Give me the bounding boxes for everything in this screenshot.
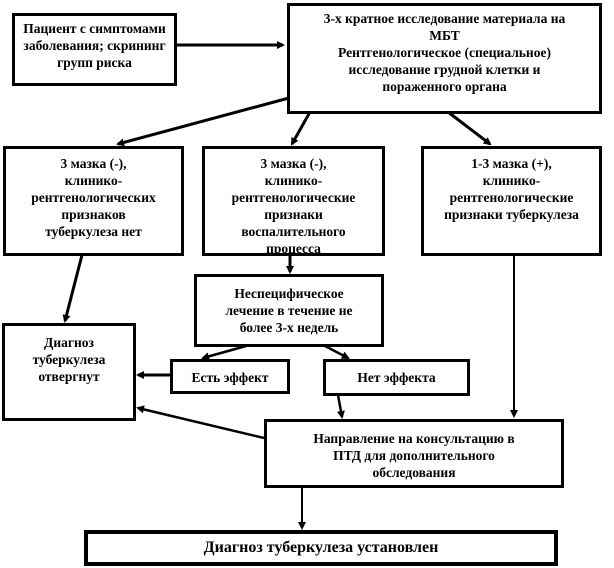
- arrow-exam-to-neg-inflam: [290, 111, 312, 146]
- referral-box: Направление на консультацию в ПТД для до…: [264, 419, 564, 488]
- neg-no-signs-text: 3 мазка (-), клинико- рентгенологических…: [31, 156, 156, 239]
- effect-box: Есть эффект: [170, 359, 290, 394]
- arrow-neg-no-signs-to-rejected: [62, 254, 84, 323]
- exam-text: 3-х кратное исследование материала на МБ…: [323, 11, 566, 94]
- positive-box: 1-3 мазка (+), клинико- рентгенологическ…: [421, 146, 602, 256]
- no-effect-box: Нет эффекта: [323, 359, 470, 396]
- arrow-exam-to-positive: [447, 110, 492, 146]
- arrow-nonspecific-to-no-effect: [324, 344, 350, 360]
- patient-box: Пациент с симптомами заболевания; скрини…: [12, 13, 177, 86]
- arrow-exam-to-neg-no-signs: [116, 93, 301, 147]
- referral-text: Направление на консультацию в ПТД для до…: [313, 431, 515, 480]
- patient-text: Пациент с симптомами заболевания; скрини…: [23, 21, 166, 70]
- arrow-nonspecific-to-effect: [201, 344, 247, 361]
- neg-no-signs-box: 3 мазка (-), клинико- рентгенологических…: [3, 146, 184, 256]
- positive-text: 1-3 мазка (+), клинико- рентгенологическ…: [444, 156, 579, 222]
- no-effect-text: Нет эффекта: [357, 370, 436, 385]
- nonspecific-box: Неспецифическое лечение в течение не бол…: [194, 274, 384, 347]
- rejected-box: Диагноз туберкулеза отвергнут: [2, 323, 136, 421]
- exam-box: 3-х кратное исследование материала на МБ…: [287, 3, 602, 114]
- nonspecific-text: Неспецифическое лечение в течение не бол…: [225, 286, 353, 335]
- effect-text: Есть эффект: [191, 370, 269, 385]
- neg-inflam-box: 3 мазка (-), клинико- рентгенологические…: [202, 146, 385, 256]
- rejected-text: Диагноз туберкулеза отвергнут: [32, 335, 106, 384]
- neg-inflam-text: 3 мазка (-), клинико- рентгенологические…: [231, 156, 356, 256]
- arrow-referral-to-rejected: [136, 405, 265, 440]
- arrow-no-effect-to-referral: [336, 394, 345, 419]
- established-box: Диагноз туберкулеза установлен: [84, 530, 558, 566]
- established-text: Диагноз туберкулеза установлен: [203, 539, 439, 556]
